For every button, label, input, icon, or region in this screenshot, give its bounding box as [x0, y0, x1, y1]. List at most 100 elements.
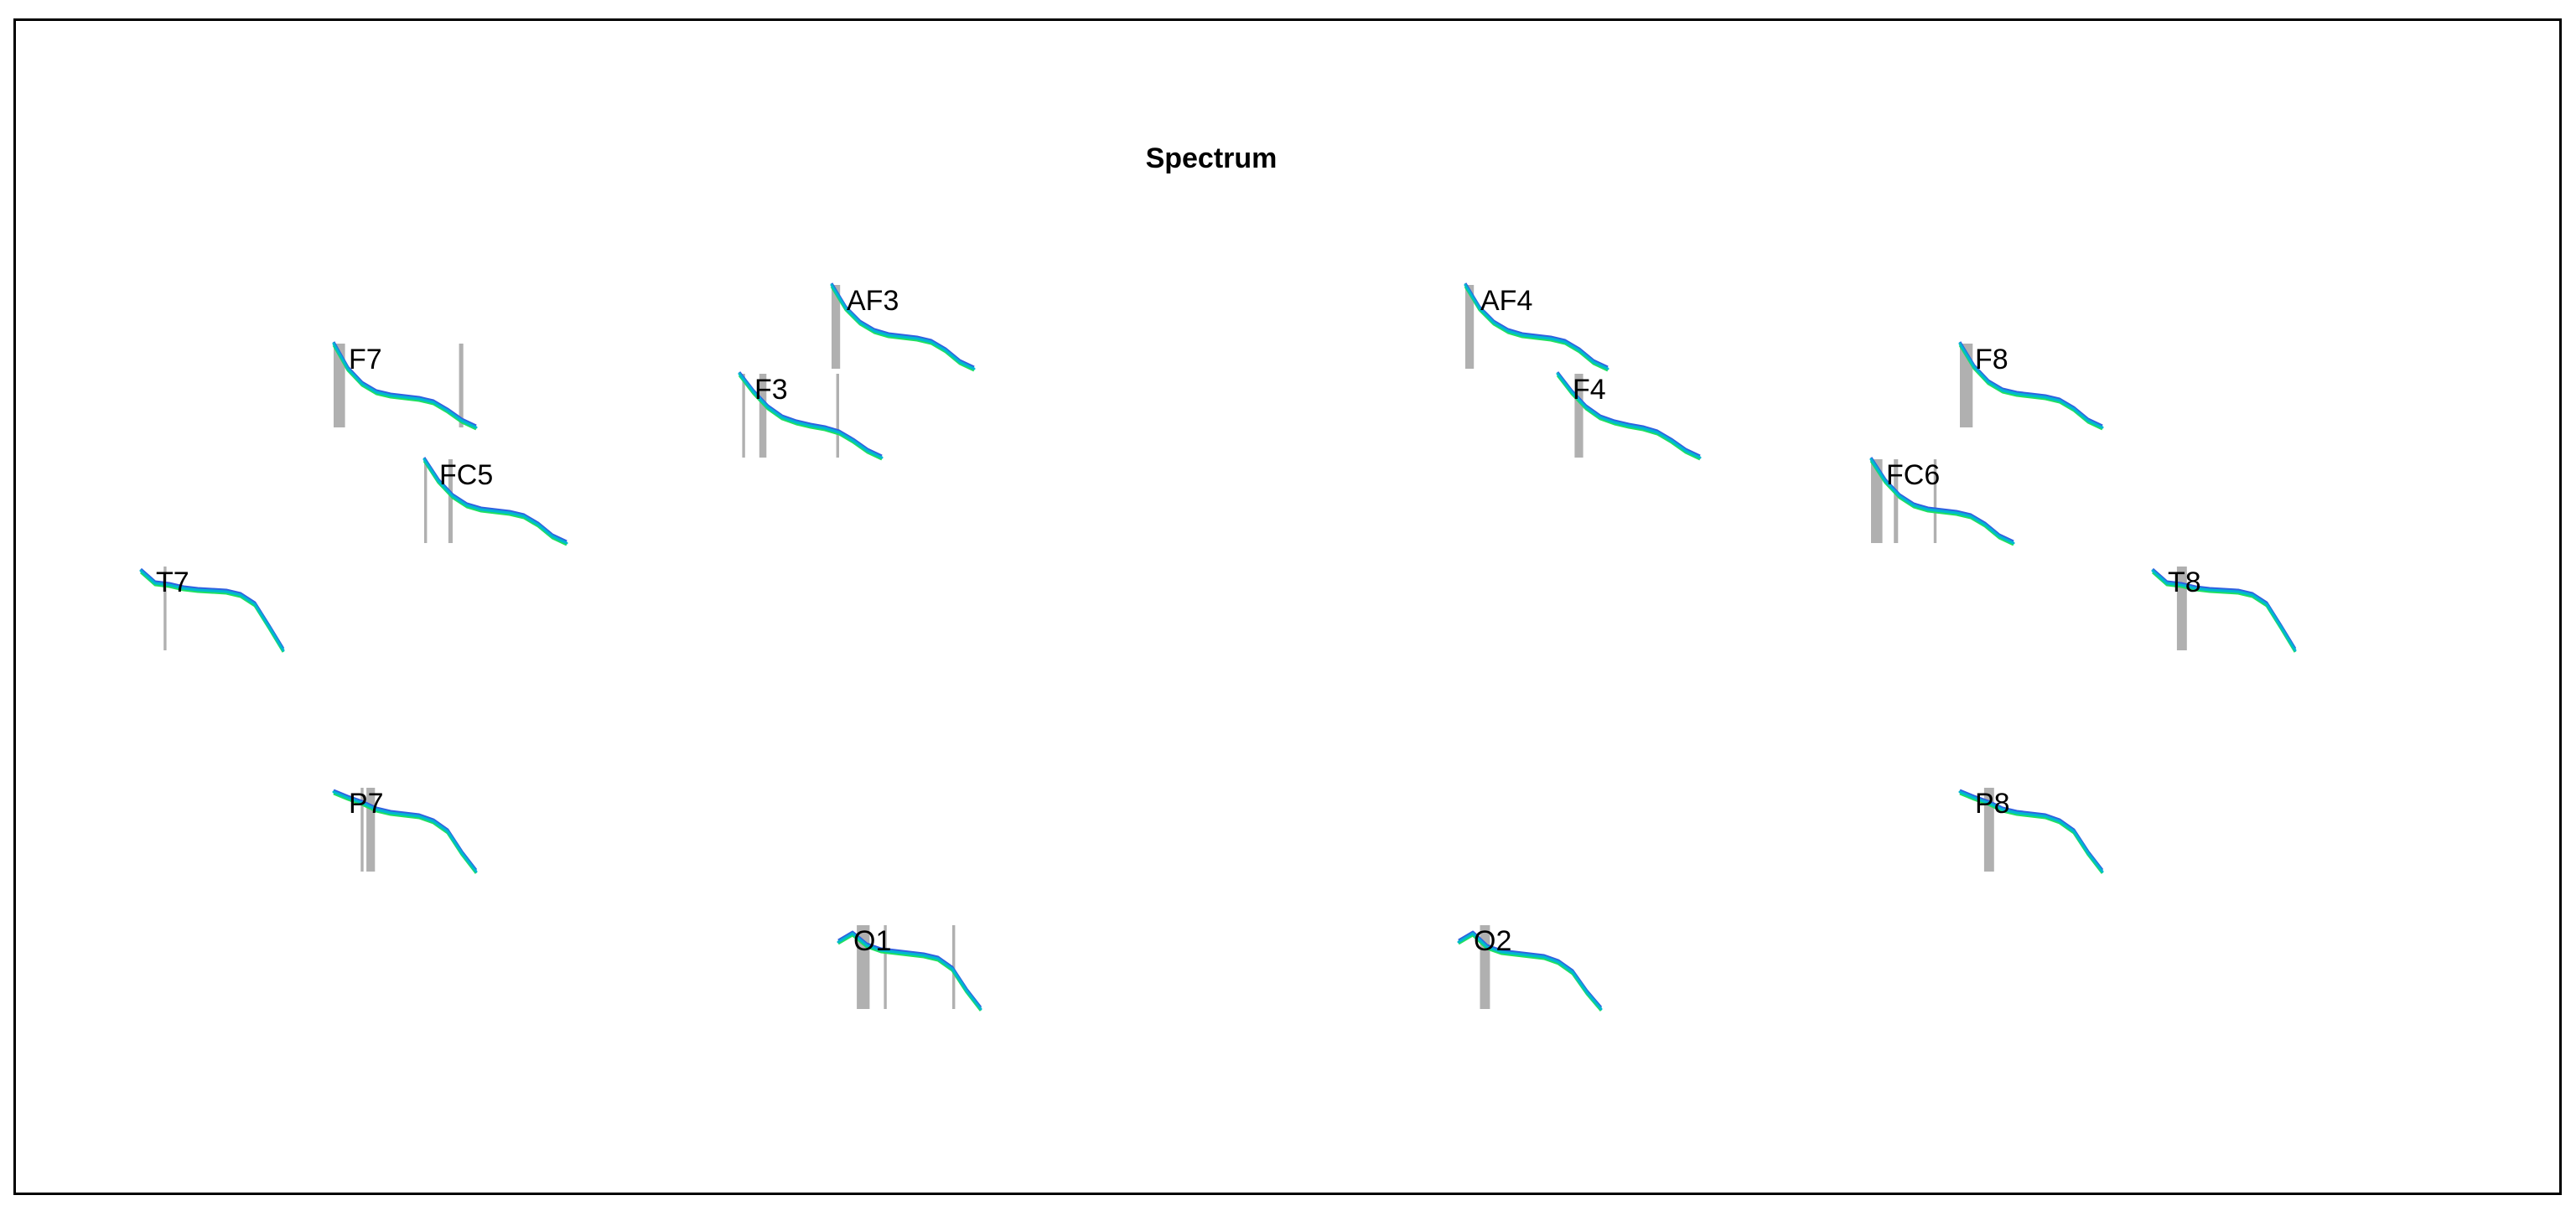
data-point: [2058, 820, 2061, 823]
data-point: [930, 340, 933, 344]
data-point: [880, 456, 884, 459]
data-point: [936, 957, 940, 960]
data-point: [2208, 588, 2211, 592]
data-point: [446, 830, 449, 833]
data-point: [2015, 392, 2019, 396]
data-point: [1563, 340, 1567, 344]
data-point: [2044, 396, 2047, 399]
data-point: [417, 815, 421, 818]
channel-label: F4: [1573, 374, 1606, 406]
data-point: [1670, 439, 1673, 442]
channel-t8: T8: [2151, 567, 2297, 653]
data-point: [1884, 479, 1887, 483]
data-point: [908, 952, 911, 955]
data-point: [851, 932, 854, 935]
band-highlight: [1871, 459, 1883, 543]
data-point: [1599, 416, 1602, 419]
data-point: [494, 510, 497, 513]
data-point: [360, 801, 364, 805]
band-highlight: [1894, 459, 1899, 543]
channel-label: P7: [349, 788, 384, 820]
band-highlight: [832, 285, 841, 369]
data-point: [2012, 541, 2015, 545]
data-point: [1641, 427, 1645, 430]
data-point: [1514, 952, 1517, 955]
channel-label: FC6: [1886, 459, 1940, 491]
data-point: [1958, 790, 1962, 794]
data-point: [1613, 421, 1616, 424]
data-point: [1958, 342, 1962, 345]
data-point: [830, 283, 833, 287]
channel-label: O1: [853, 925, 891, 957]
data-point: [332, 342, 335, 345]
data-point: [389, 811, 392, 815]
data-point: [1535, 335, 1538, 339]
data-point: [1684, 449, 1687, 453]
channel-label: AF4: [1480, 285, 1532, 317]
data-point: [375, 808, 378, 811]
data-point: [2222, 589, 2226, 592]
data-point: [738, 372, 741, 375]
data-point: [1492, 321, 1495, 324]
data-point: [465, 504, 469, 507]
data-point: [979, 1007, 982, 1011]
data-point: [1941, 510, 1944, 513]
channel-o2: O2: [1457, 925, 1603, 1012]
band-highlight: [836, 374, 839, 458]
band-highlight: [448, 459, 453, 543]
data-point: [1912, 504, 1915, 507]
data-point: [2279, 625, 2283, 629]
data-point: [460, 419, 464, 422]
data-point: [1585, 991, 1589, 994]
data-point: [432, 820, 435, 823]
data-point: [479, 508, 483, 511]
data-point: [858, 321, 862, 324]
data-point: [437, 479, 440, 483]
channel-f8: F8: [1958, 341, 2104, 431]
channel-label: AF3: [847, 285, 899, 317]
chart-title: Spectrum: [1145, 142, 1278, 174]
data-point: [1457, 940, 1460, 944]
data-point: [1471, 932, 1475, 935]
data-point: [2001, 389, 2004, 392]
data-point: [375, 391, 378, 394]
data-point: [795, 421, 798, 424]
data-point: [474, 870, 478, 873]
data-point: [196, 588, 200, 592]
channel-p7: P7: [332, 788, 478, 874]
band-highlight: [1933, 459, 1937, 543]
channel-fc6: FC6: [1869, 457, 2015, 546]
data-point: [1926, 508, 1930, 511]
data-point: [422, 458, 426, 461]
data-point: [887, 334, 890, 337]
data-point: [1500, 950, 1503, 954]
data-point: [823, 427, 827, 430]
data-point: [2029, 394, 2033, 397]
data-point: [1578, 349, 1581, 352]
data-point: [2165, 582, 2169, 585]
data-point: [901, 335, 904, 339]
data-point: [2015, 811, 2019, 815]
data-point: [866, 449, 869, 453]
channel-label: O2: [1474, 925, 1511, 957]
data-point: [873, 329, 876, 333]
data-point: [1627, 424, 1630, 427]
data-point: [403, 813, 407, 816]
data-point: [879, 949, 883, 952]
data-point: [153, 582, 157, 585]
data-point: [1898, 494, 1901, 498]
data-point: [1998, 535, 2001, 538]
data-point: [403, 396, 407, 399]
data-point: [972, 367, 976, 370]
channel-f3: F3: [738, 371, 884, 461]
band-highlight: [360, 788, 364, 872]
channel-fc5: FC5: [422, 457, 568, 546]
data-point: [1606, 367, 1609, 370]
data-point: [1869, 458, 1873, 461]
band-highlight: [1480, 925, 1490, 1009]
channel-label: F8: [1975, 344, 2008, 375]
data-point: [1969, 515, 1972, 518]
data-point: [2086, 851, 2090, 855]
band-highlight: [742, 374, 745, 458]
data-point: [536, 523, 540, 526]
